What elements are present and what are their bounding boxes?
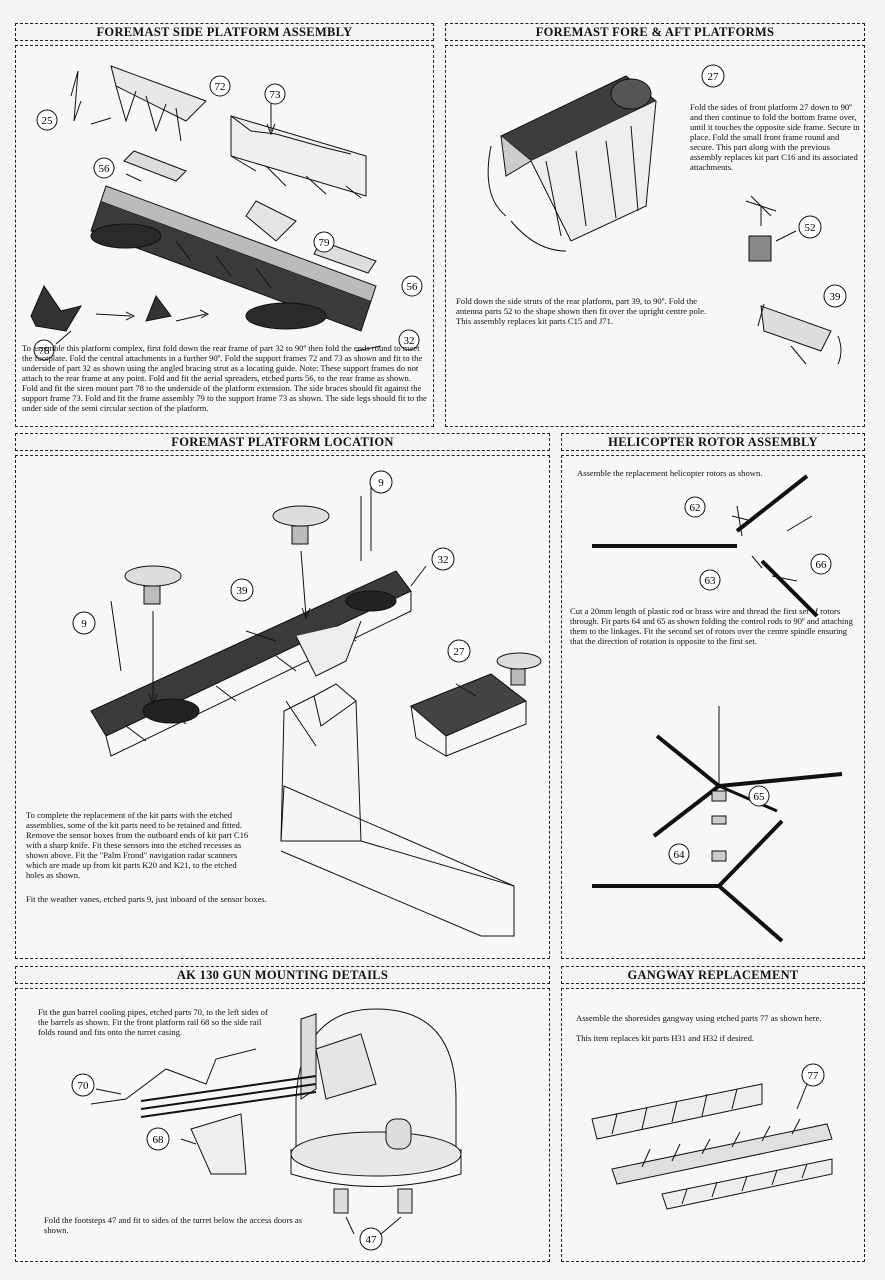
label-72: 72 — [215, 81, 226, 93]
gangway-diagram: 77 — [591, 1063, 833, 1210]
label-27: 27 — [708, 71, 720, 83]
label-66: 66 — [816, 559, 828, 571]
location-instructions: To complete the replacement of the kit p… — [26, 810, 249, 880]
panel-gangway: GANGWAY REPLACEMENT 77 Assemble the shor… — [561, 966, 865, 1262]
gun-barrel-instructions: Fit the gun barrel cooling pipes, etched… — [38, 1007, 268, 1037]
label-52: 52 — [805, 222, 816, 234]
label-79: 79 — [319, 237, 331, 249]
gun-diagram: 70 68 47 — [71, 1008, 462, 1251]
gangway-replacement-note: This item replaces kit parts H31 and H32… — [576, 1033, 755, 1043]
front-platform-instructions: Fold the sides of front platform 27 down… — [690, 102, 860, 172]
panel-body: 25 72 73 56 79 56 32 78 To assemble this… — [15, 45, 434, 427]
panel-title: FOREMAST FORE & AFT PLATFORMS — [445, 23, 865, 41]
panel-helicopter-rotor: HELICOPTER ROTOR ASSEMBLY — [561, 433, 865, 959]
weather-vane-instructions: Fit the weather vanes, etched parts 9, j… — [26, 894, 267, 904]
panel-body: 9 32 39 9 27 To complete the replacement… — [15, 455, 550, 959]
label-73: 73 — [270, 89, 282, 101]
label-9-b: 9 — [81, 618, 87, 630]
footstep-instructions: Fold the footsteps 47 and fit to sides o… — [44, 1215, 302, 1235]
label-56-b: 56 — [407, 281, 419, 293]
panel-title: AK 130 GUN MOUNTING DETAILS — [15, 966, 550, 984]
label-65: 65 — [754, 791, 766, 803]
label-39: 39 — [237, 585, 249, 597]
panel-title: FOREMAST SIDE PLATFORM ASSEMBLY — [15, 23, 434, 41]
label-39: 39 — [830, 291, 842, 303]
label-32: 32 — [404, 335, 415, 347]
label-56: 56 — [99, 163, 111, 175]
rotor-intro: Assemble the replacement helicopter roto… — [577, 468, 763, 478]
label-70: 70 — [78, 1080, 90, 1092]
panel-body: 27 52 39 Fold the sides of front platfor… — [445, 45, 865, 427]
panel-body: 62 66 63 65 64 Assemble the replacement … — [561, 455, 865, 959]
rotor-instructions: Cut a 20mm length of plastic rod or bras… — [570, 606, 853, 646]
label-78: 78 — [39, 345, 51, 357]
label-64: 64 — [674, 849, 686, 861]
panel-title: FOREMAST PLATFORM LOCATION — [15, 433, 550, 451]
gangway-instructions: Assemble the shoresides gangway using et… — [576, 1013, 822, 1023]
rear-platform-instructions: Fold down the side struts of the rear pl… — [456, 296, 707, 326]
side-platform-diagram: 25 72 73 56 79 56 32 78 — [30, 65, 423, 361]
label-47: 47 — [366, 1234, 378, 1246]
rotor-diagram: 62 66 63 65 64 — [592, 474, 843, 943]
fore-aft-diagram: 27 52 39 — [487, 64, 847, 365]
panel-title: GANGWAY REPLACEMENT — [561, 966, 865, 984]
panel-foremast-side-platform: FOREMAST SIDE PLATFORM ASSEMBLY — [15, 23, 434, 427]
label-63: 63 — [705, 575, 717, 587]
panel-foremast-fore-aft: FOREMAST FORE & AFT PLATFORMS — [445, 23, 865, 427]
label-32: 32 — [438, 554, 449, 566]
label-27: 27 — [454, 646, 466, 658]
platform-location-diagram: 9 32 39 9 27 — [72, 470, 542, 937]
label-9: 9 — [378, 477, 384, 489]
panel-body: 77 Assemble the shoresides gangway using… — [561, 988, 865, 1262]
panel-ak130-gun: AK 130 GUN MOUNTING DETAILS — [15, 966, 550, 1262]
label-25: 25 — [42, 115, 54, 127]
label-77: 77 — [808, 1070, 820, 1082]
label-62: 62 — [690, 502, 701, 514]
panel-title: HELICOPTER ROTOR ASSEMBLY — [561, 433, 865, 451]
side-platform-instructions: To assemble this platform complex, first… — [22, 343, 427, 413]
label-68: 68 — [153, 1134, 165, 1146]
panel-body: 70 68 47 Fit the gun barrel cooling pipe… — [15, 988, 550, 1262]
panel-foremast-location: FOREMAST PLATFORM LOCATION — [15, 433, 550, 959]
